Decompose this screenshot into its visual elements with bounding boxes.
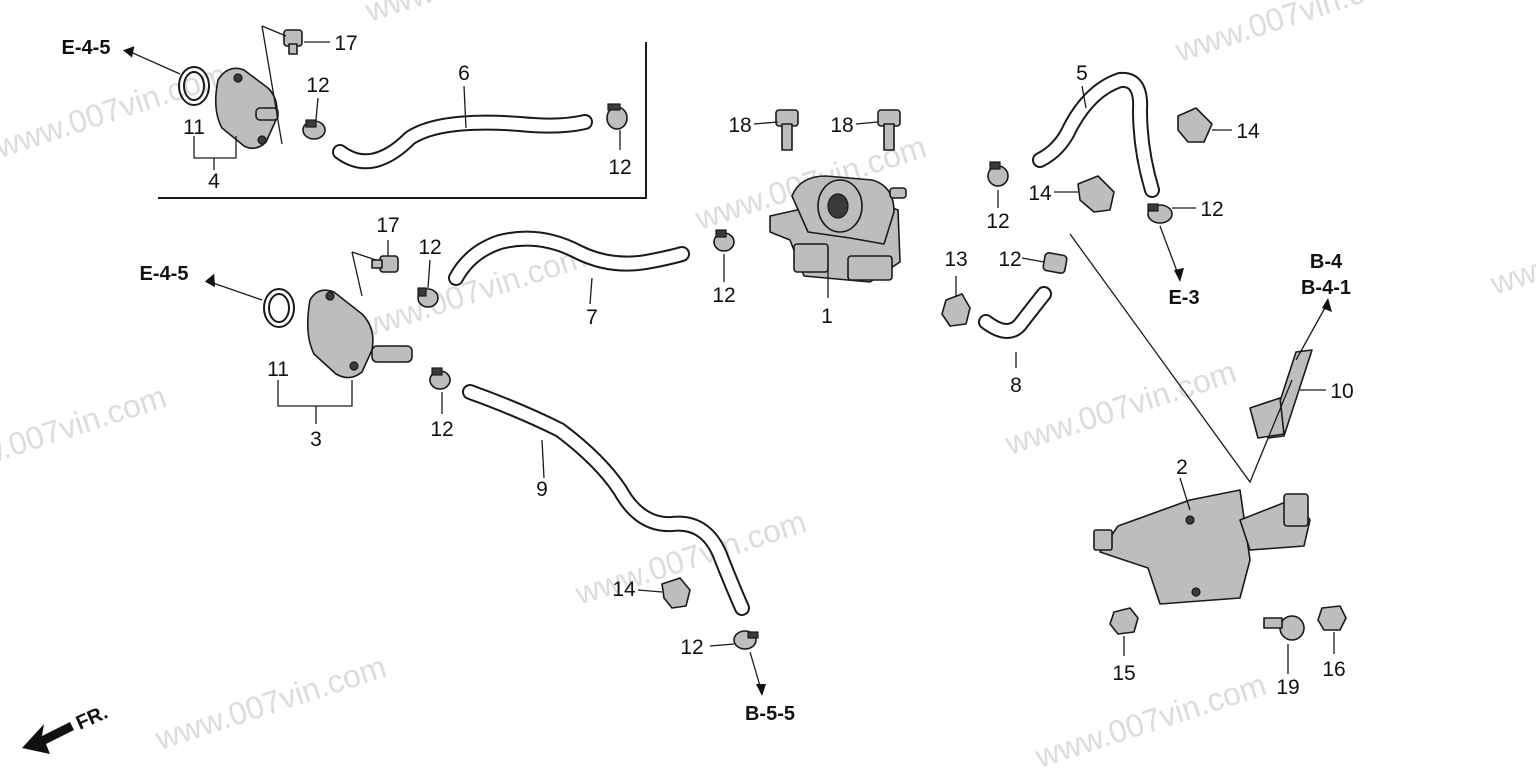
label-part-9: 9 — [536, 478, 548, 501]
clamp-12-d — [429, 367, 451, 390]
label-part-12-g: 12 — [986, 210, 1009, 233]
label-part-18-right: 18 — [830, 114, 853, 137]
label-part-11-top: 11 — [183, 116, 205, 139]
label-part-12-i: 12 — [998, 248, 1021, 271]
reference-labels: E-4-5 E-4-5 E-3 B-4 B-4-1 B-5-5 — [62, 37, 1351, 725]
label-part-14-c: 14 — [612, 578, 636, 601]
label-part-12-c: 12 — [418, 236, 441, 259]
label-part-10: 10 — [1330, 380, 1353, 403]
label-part-12-b: 12 — [608, 156, 631, 179]
clamp-12-h — [1147, 203, 1173, 224]
front-arrow-icon — [22, 722, 74, 754]
bolt-18-left — [775, 109, 799, 151]
bolt-17-top — [283, 29, 303, 55]
label-part-8: 8 — [1010, 374, 1022, 397]
label-part-12-e: 12 — [712, 284, 735, 307]
bolt-17-mid — [371, 255, 399, 273]
clamp-12-b — [606, 103, 628, 130]
valve-assembly-3 — [306, 289, 413, 379]
ref-e-3: E-3 — [1168, 287, 1199, 309]
ref-b-5-5: B-5-5 — [745, 703, 795, 725]
clamp-12-g — [987, 161, 1009, 187]
clamp-12-a — [302, 119, 326, 140]
ref-e-4-5-top: E-4-5 — [62, 37, 111, 59]
clamp-13 — [941, 293, 971, 327]
label-part-14-b: 14 — [1236, 120, 1260, 143]
label-part-4: 4 — [208, 170, 220, 193]
watermark: www.007vin.com — [1485, 193, 1536, 302]
ref-b-4-1: B-4-1 — [1301, 277, 1351, 299]
o-ring-11-mid — [263, 288, 295, 328]
hose-9 — [462, 384, 750, 616]
bolt-18-right — [877, 109, 901, 151]
watermark: www.007vin.com — [1170, 0, 1410, 69]
leader-lines — [125, 25, 1335, 687]
label-part-18-left: 18 — [728, 114, 751, 137]
bolt-19 — [1263, 615, 1305, 641]
valve-assembly-4 — [214, 67, 279, 150]
label-part-12-h: 12 — [1200, 198, 1223, 221]
watermark: www.007vin.com — [1000, 353, 1240, 462]
ref-b-4: B-4 — [1310, 251, 1343, 273]
part-number-labels: 1 2 3 4 5 6 7 8 9 10 11 11 12 12 12 12 1… — [183, 32, 1354, 699]
purge-valve-1 — [769, 175, 907, 283]
watermark: www.007vin.com — [360, 0, 600, 29]
watermark: www.007vin.com — [1030, 666, 1270, 768]
connector-12-i — [1042, 252, 1068, 274]
bracket-2 — [1093, 489, 1311, 605]
label-part-12-a: 12 — [306, 74, 329, 97]
label-part-12-d: 12 — [430, 418, 453, 441]
label-part-1: 1 — [821, 305, 833, 328]
front-direction-indicator: FR. — [22, 701, 111, 754]
o-ring-11-top-inner — [183, 71, 205, 101]
pipe-10 — [1249, 349, 1313, 439]
label-part-11-mid: 11 — [267, 358, 289, 381]
front-label: FR. — [73, 701, 111, 734]
o-ring-11-mid-inner — [268, 293, 290, 323]
subassembly-frame — [158, 42, 647, 199]
label-part-19: 19 — [1276, 676, 1299, 699]
label-part-5: 5 — [1076, 62, 1088, 85]
label-part-7: 7 — [586, 306, 598, 329]
label-part-12-f: 12 — [680, 636, 703, 659]
hose-8 — [978, 286, 1052, 339]
clamp-14-a — [1077, 175, 1115, 213]
hose-5 — [1032, 71, 1160, 198]
hose-6 — [332, 114, 593, 170]
label-part-16: 16 — [1322, 658, 1345, 681]
label-part-3: 3 — [310, 428, 322, 451]
hose-7 — [448, 230, 690, 286]
watermark: www.007vin.com — [0, 378, 171, 487]
label-part-14-a: 14 — [1028, 182, 1052, 205]
label-part-17-mid: 17 — [376, 214, 399, 237]
label-part-17-top: 17 — [334, 32, 357, 55]
label-part-13: 13 — [944, 248, 967, 271]
watermark: www.007vin.com — [150, 648, 390, 757]
clamp-14-b — [1177, 107, 1213, 143]
label-part-15: 15 — [1112, 662, 1135, 685]
clamp-12-f — [733, 630, 759, 650]
ref-e-4-5-mid: E-4-5 — [140, 263, 189, 285]
arrowheads — [122, 46, 1332, 696]
o-ring-11-top — [178, 66, 210, 106]
bolt-16 — [1317, 605, 1347, 631]
clamp-12-c — [417, 287, 439, 308]
label-part-6: 6 — [458, 62, 470, 85]
clamp-14-c — [661, 577, 691, 609]
nut-15 — [1109, 607, 1139, 635]
label-part-2: 2 — [1176, 456, 1188, 479]
clamp-12-e — [713, 229, 735, 252]
